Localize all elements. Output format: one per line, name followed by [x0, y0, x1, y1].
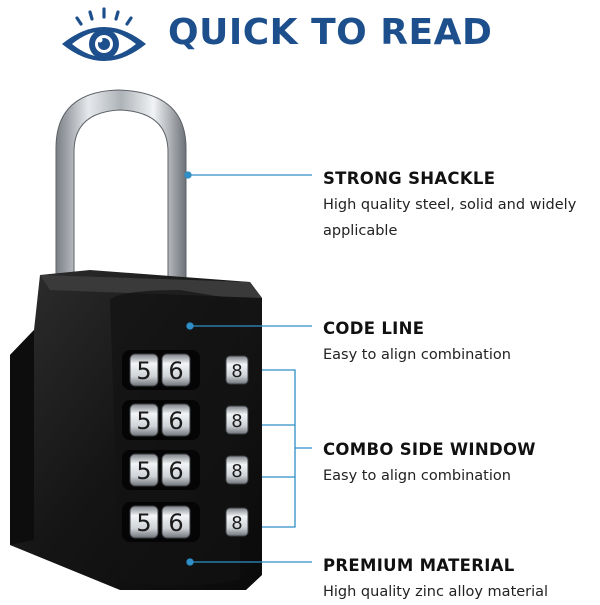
dial-wheel[interactable]: [161, 353, 191, 387]
feature-code-line: CODE LINE Easy to align combination: [323, 319, 593, 368]
dial-digit: 6: [168, 457, 183, 485]
side-window-wheel[interactable]: [225, 455, 249, 485]
dial-wheel[interactable]: [161, 505, 191, 539]
side-window-digit: 8: [231, 461, 242, 482]
eye-icon: [62, 7, 146, 61]
feature-desc: High quality zinc alloy material: [323, 584, 549, 600]
page-title: QUICK TO READ: [168, 12, 493, 53]
dial-digit: 6: [168, 509, 183, 537]
side-window-digit: 8: [231, 513, 242, 534]
dial-wheel[interactable]: [129, 353, 159, 387]
dial-digit: 5: [136, 509, 151, 537]
dial-wheel[interactable]: [129, 505, 159, 539]
side-window-wheel[interactable]: [225, 507, 249, 537]
side-window-digit: 8: [231, 411, 242, 432]
feature-title: COMBO SIDE WINDOW: [323, 440, 536, 459]
dial-digit: 6: [168, 357, 183, 385]
side-window-wheel[interactable]: [225, 355, 249, 385]
dial-wheel[interactable]: [129, 453, 159, 487]
dial-digit: 5: [136, 457, 151, 485]
dial-digit: 5: [136, 407, 151, 435]
feature-premium-material: PREMIUM MATERIAL High quality zinc alloy…: [323, 556, 593, 605]
dial-wheel[interactable]: [161, 403, 191, 437]
header: QUICK TO READ: [0, 0, 600, 78]
feature-desc: High quality steel, solid and widely app…: [323, 197, 577, 239]
feature-combo-side-window: COMBO SIDE WINDOW Easy to align combinat…: [323, 440, 593, 489]
dial-digit: 6: [168, 407, 183, 435]
feature-title: STRONG SHACKLE: [323, 169, 496, 188]
side-window-wheel[interactable]: [225, 405, 249, 435]
side-window-digit: 8: [231, 361, 242, 382]
shackle: [55, 89, 187, 291]
dial-digit: 5: [136, 357, 151, 385]
feature-title: PREMIUM MATERIAL: [323, 556, 515, 575]
feature-desc: Easy to align combination: [323, 468, 511, 484]
feature-strong-shackle: STRONG SHACKLE High quality steel, solid…: [323, 169, 593, 244]
callout-lines: [184, 171, 312, 566]
feature-title: CODE LINE: [323, 319, 425, 338]
dial-wheel[interactable]: [161, 453, 191, 487]
feature-desc: Easy to align combination: [323, 347, 511, 363]
dial-wheel[interactable]: [129, 403, 159, 437]
